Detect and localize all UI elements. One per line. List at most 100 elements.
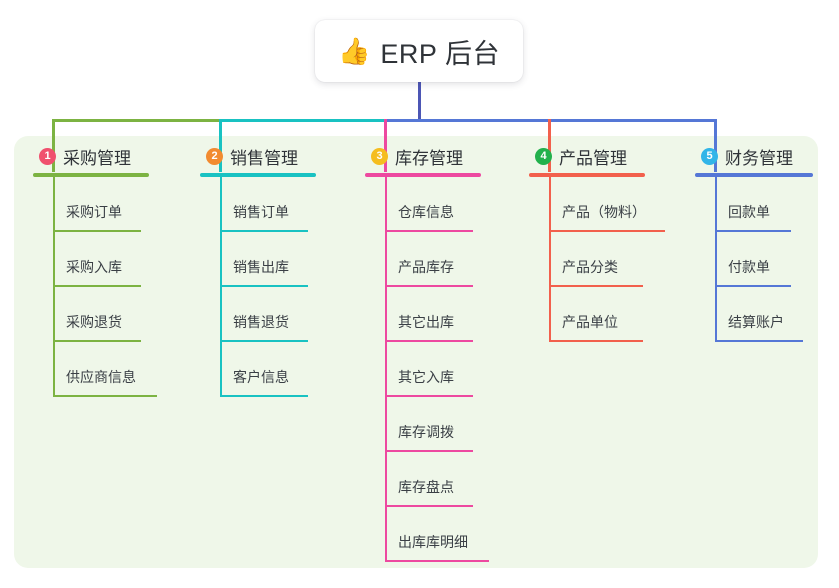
leaf-underline [53,285,141,287]
leaf-label: 出库库明细 [398,534,468,550]
leaf-underline [220,230,308,232]
leaf-label: 采购入库 [66,259,122,275]
leaf-item[interactable]: 销售出库 [200,232,316,287]
branch-title-3: 库存管理 [395,148,463,168]
leaf-label: 产品单位 [562,314,618,330]
leaf-underline [549,285,643,287]
leaf-list-5: 回款单付款单结算账户 [695,177,813,342]
branch-header-3[interactable]: 3 库存管理 [365,145,481,168]
branch-drop-5 [714,119,717,172]
branch-underline-1 [33,173,149,177]
branch-underline-3 [365,173,481,177]
leaf-item[interactable]: 结算账户 [695,287,813,342]
branch-drop-2 [219,119,222,172]
branches-panel [14,136,818,568]
leaf-item[interactable]: 产品分类 [529,232,645,287]
leaf-underline [385,560,489,562]
leaf-underline [53,340,141,342]
branch-underline-2 [200,173,316,177]
leaf-label: 销售出库 [233,259,289,275]
thumbs-up-icon: 👍 [338,36,371,66]
root-node[interactable]: 👍 ERP 后台 [315,20,523,82]
leaf-item[interactable]: 客户信息 [200,342,316,397]
leaf-item[interactable]: 付款单 [695,232,813,287]
branch-spine-3 [385,177,387,562]
leaf-item[interactable]: 产品单位 [529,287,645,342]
leaf-underline [385,285,473,287]
branch-underline-4 [529,173,645,177]
leaf-label: 付款单 [728,259,770,275]
leaf-label: 回款单 [728,204,770,220]
leaf-list-1: 采购订单采购入库采购退货供应商信息 [33,177,157,397]
leaf-item[interactable]: 仓库信息 [365,177,481,232]
branch-3[interactable]: 3 库存管理仓库信息产品库存其它出库其它入库库存调拨库存盘点出库库明细 [365,145,489,562]
branch-title-5: 财务管理 [725,148,793,168]
leaf-underline [549,230,665,232]
leaf-underline [53,395,157,397]
leaf-underline [53,230,141,232]
branch-title-4: 产品管理 [559,148,627,168]
leaf-item[interactable]: 产品（物料） [529,177,665,232]
leaf-item[interactable]: 销售订单 [200,177,316,232]
branch-2[interactable]: 2 销售管理销售订单销售出库销售退货客户信息 [200,145,316,397]
leaf-list-4: 产品（物料） 产品分类产品单位 [529,177,665,342]
bus-segment-2 [219,119,386,122]
leaf-item[interactable]: 采购订单 [33,177,149,232]
branch-header-5[interactable]: 5 财务管理 [695,145,813,168]
leaf-item[interactable]: 采购入库 [33,232,149,287]
leaf-label: 销售订单 [233,204,289,220]
branch-drop-4 [548,119,551,172]
leaf-item[interactable]: 产品库存 [365,232,481,287]
branch-badge-2: 2 [206,147,223,165]
leaf-item[interactable]: 回款单 [695,177,813,232]
branch-underline-5 [695,173,813,177]
branch-badge-5: 5 [701,147,718,165]
leaf-underline [715,230,791,232]
leaf-label: 销售退货 [233,314,289,330]
leaf-item[interactable]: 出库库明细 [365,507,489,562]
branch-header-2[interactable]: 2 销售管理 [200,145,316,168]
leaf-item[interactable]: 库存调拨 [365,397,481,452]
leaf-label: 结算账户 [728,314,784,330]
leaf-underline [220,340,308,342]
leaf-label: 供应商信息 [66,369,136,385]
branch-drop-1 [52,119,55,172]
leaf-label: 产品分类 [562,259,618,275]
leaf-list-3: 仓库信息产品库存其它出库其它入库库存调拨库存盘点出库库明细 [365,177,489,562]
root-title: ERP 后台 [380,38,500,69]
branch-5[interactable]: 5 财务管理回款单付款单结算账户 [695,145,813,342]
leaf-item[interactable]: 其它入库 [365,342,481,397]
leaf-label: 其它出库 [398,314,454,330]
leaf-underline [220,285,308,287]
leaf-item[interactable]: 采购退货 [33,287,149,342]
leaf-label: 库存调拨 [398,424,454,440]
leaf-label: 产品库存 [398,259,454,275]
leaf-label: 采购订单 [66,204,122,220]
bus-segment-1 [52,119,221,122]
branch-spine-5 [715,177,717,342]
leaf-item[interactable]: 供应商信息 [33,342,157,397]
branch-badge-3: 3 [371,147,388,165]
branch-title-1: 采购管理 [63,148,131,168]
branch-title-2: 销售管理 [230,148,298,168]
leaf-underline [715,285,791,287]
leaf-label: 仓库信息 [398,204,454,220]
leaf-underline [385,340,473,342]
branch-spine-4 [549,177,551,342]
leaf-underline [715,340,803,342]
leaf-underline [385,450,473,452]
leaf-item[interactable]: 销售退货 [200,287,316,342]
leaf-label: 客户信息 [233,369,289,385]
leaf-label: 其它入库 [398,369,454,385]
leaf-underline [220,395,308,397]
leaf-list-2: 销售订单销售出库销售退货客户信息 [200,177,316,397]
leaf-item[interactable]: 库存盘点 [365,452,481,507]
branch-spine-2 [220,177,222,397]
leaf-item[interactable]: 其它出库 [365,287,481,342]
leaf-label: 库存盘点 [398,479,454,495]
